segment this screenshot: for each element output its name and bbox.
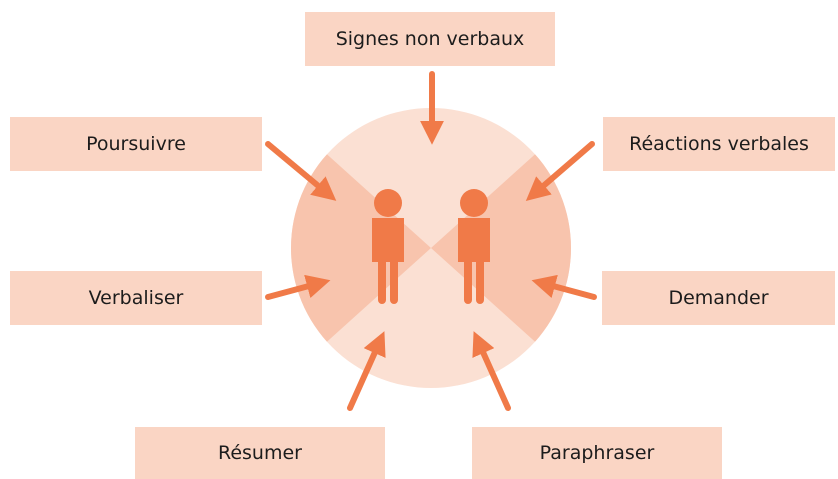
label-signes-non-verbaux: Signes non verbaux [305, 12, 555, 66]
label-resumer: Résumer [135, 427, 385, 479]
label-poursuivre: Poursuivre [10, 117, 262, 171]
arrow-mid-left-icon [265, 274, 331, 300]
arrow-top-right-icon [525, 141, 595, 202]
arrow-bottom-left-icon [347, 331, 386, 411]
label-verbaliser: Verbaliser [10, 271, 262, 325]
label-demander: Demander [602, 271, 835, 325]
person-right-icon [458, 189, 490, 304]
arrow-bottom-right-icon [472, 331, 511, 411]
label-reactions-verbales: Réactions verbales [603, 117, 835, 171]
label-paraphraser: Paraphraser [472, 427, 722, 479]
person-left-icon [372, 189, 404, 304]
arrow-mid-right-icon [531, 274, 597, 300]
arrow-top-left-icon [265, 141, 337, 201]
